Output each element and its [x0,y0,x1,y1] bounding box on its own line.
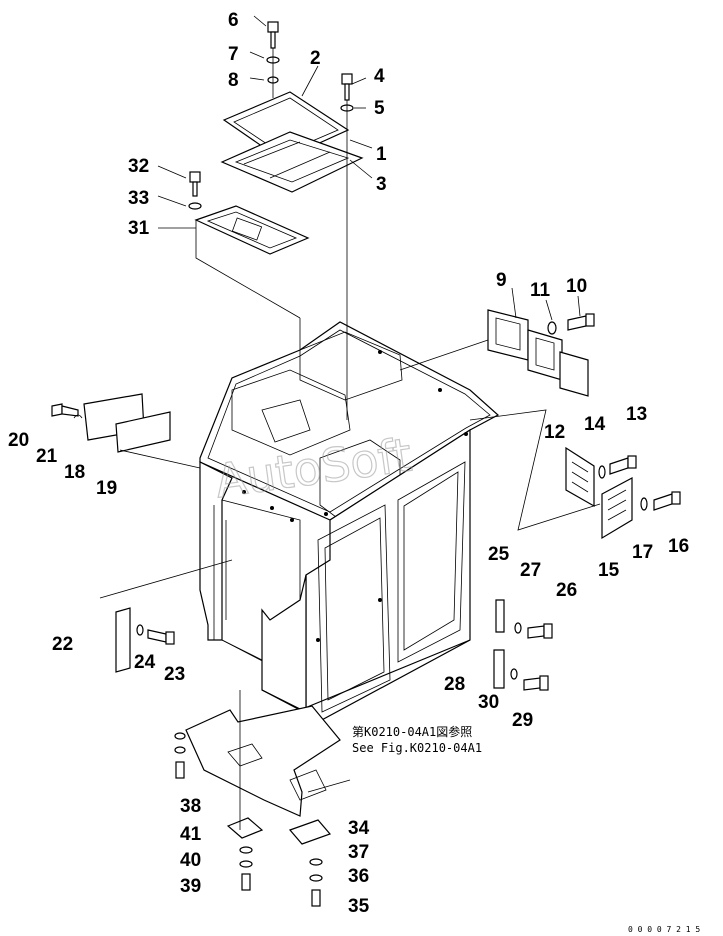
label-8: 8 [228,70,239,91]
label-27: 27 [520,560,541,581]
label-39: 39 [180,876,201,897]
label-5: 5 [374,98,385,119]
label-18: 18 [64,462,85,483]
label-24: 24 [134,652,156,673]
label-33: 33 [128,188,149,209]
label-25: 25 [488,544,510,565]
label-7: 7 [228,44,239,65]
label-40: 40 [180,850,201,871]
reference-note: 第K0210-04A1図参照 See Fig.K0210-04A1 [352,724,482,755]
label-22: 22 [52,634,73,655]
corner-code: 0 0 0 0 7 2 1 5 [628,925,700,934]
label-6: 6 [228,10,239,31]
label-26: 26 [556,580,577,601]
label-1: 1 [376,144,387,165]
reference-note-en: See Fig.K0210-04A1 [352,741,482,755]
label-13: 13 [626,404,647,425]
label-37: 37 [348,842,369,863]
label-30: 30 [478,692,499,713]
label-2: 2 [310,48,321,69]
leader-lines [99,15,601,830]
reference-note-jp: 第K0210-04A1図参照 [352,724,472,739]
label-11: 11 [530,280,551,301]
label-35: 35 [348,896,370,917]
label-19: 19 [96,478,117,499]
label-32: 32 [128,156,149,177]
label-12: 12 [544,422,565,443]
label-21: 21 [36,446,58,467]
label-4: 4 [374,66,385,87]
label-29: 29 [512,710,533,731]
label-41: 41 [180,824,202,845]
label-34: 34 [348,818,370,839]
label-15: 15 [598,560,620,581]
label-14: 14 [584,414,606,435]
label-28: 28 [444,674,465,695]
rear-grilles [487,309,589,397]
label-36: 36 [348,866,369,887]
label-16: 16 [668,536,689,557]
roof-cover-assembly [220,91,364,193]
label-23: 23 [164,664,185,685]
roof-hatch [194,205,310,319]
label-3: 3 [376,174,387,195]
label-9: 9 [496,270,507,291]
label-20: 20 [8,430,29,451]
frame-bolt-dots [242,350,468,642]
label-31: 31 [128,218,150,239]
label-17: 17 [632,542,653,563]
brackets [115,599,505,689]
label-38: 38 [180,796,201,817]
side-cover-plates [83,393,171,453]
floor-plate [185,705,341,817]
cab-frame [199,321,500,723]
bolts [51,21,681,907]
side-vents [565,446,633,540]
label-10: 10 [566,276,587,297]
part-labels: 6 7 8 2 4 5 1 3 32 33 31 9 11 10 12 14 1… [8,10,689,917]
